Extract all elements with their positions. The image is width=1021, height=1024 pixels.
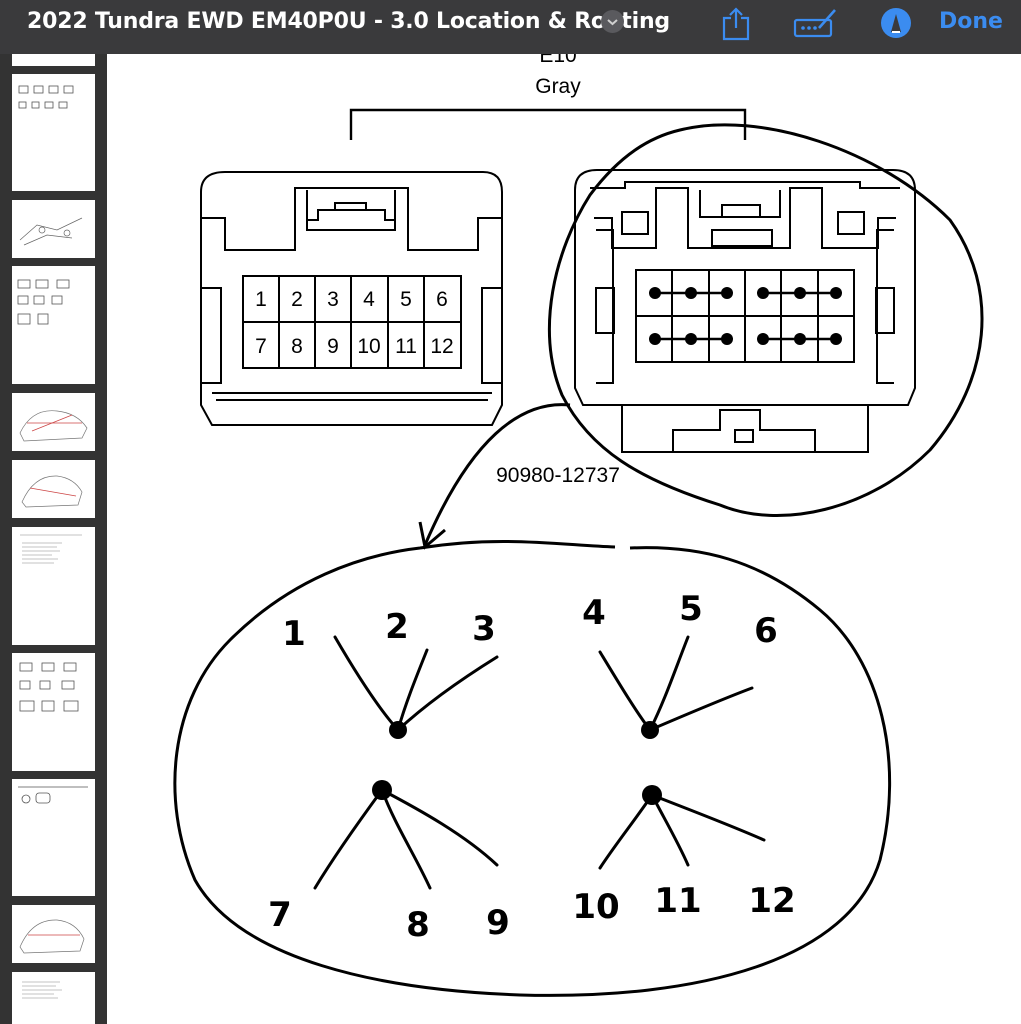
right-connector — [574, 169, 916, 453]
handwritten-pin-label: 4 — [582, 593, 606, 633]
page-thumbnail[interactable] — [12, 527, 95, 645]
annotate-pen-icon[interactable] — [878, 6, 914, 47]
pin-number: 1 — [255, 288, 267, 311]
connector-diagram: E10 Gray 1 2 3 4 — [173, 54, 984, 997]
toolbar: 2022 Tundra EWD EM40P0U - 3.0 Location &… — [0, 0, 1021, 54]
markup-icon[interactable] — [793, 6, 839, 47]
page-thumbnail[interactable] — [12, 266, 95, 384]
document-title[interactable]: 2022 Tundra EWD EM40P0U - 3.0 Location &… — [27, 9, 670, 34]
part-number: 90980-12737 — [496, 464, 620, 487]
pin-number: 7 — [255, 335, 267, 358]
pin-number: 6 — [436, 288, 448, 311]
pin-number: 10 — [357, 335, 380, 358]
handwritten-pin-label: 5 — [679, 589, 703, 629]
page-thumbnail[interactable] — [12, 460, 95, 518]
view-bracket — [349, 108, 747, 140]
done-button[interactable]: Done — [939, 9, 1003, 34]
jumper-dots — [649, 287, 842, 345]
handwritten-pin-label: 3 — [472, 609, 496, 649]
pin-number: 2 — [291, 288, 303, 311]
page-thumbnail[interactable] — [12, 54, 95, 66]
page-thumbnail[interactable] — [12, 200, 95, 258]
page-thumbnail[interactable] — [12, 779, 95, 896]
connector-color: Gray — [535, 75, 581, 98]
connector-code: E10 — [539, 54, 576, 67]
hand-drawn-circle — [547, 123, 984, 517]
handwritten-pin-label: 2 — [385, 607, 409, 647]
page-thumbnail[interactable] — [12, 905, 95, 963]
page-thumbnail-sidebar[interactable] — [0, 54, 107, 1024]
handwritten-pin-label: 7 — [268, 895, 292, 935]
pin-number: 12 — [430, 335, 453, 358]
hand-drawn-ellipse — [173, 539, 892, 997]
splice-dots — [372, 721, 662, 805]
chevron-down-icon[interactable] — [601, 10, 624, 33]
handwritten-pin-label: 11 — [654, 881, 701, 921]
handwritten-pin-label: 8 — [406, 905, 430, 945]
arrow — [423, 403, 571, 546]
handwritten-pin-label: 1 — [282, 614, 306, 654]
page-thumbnail[interactable] — [12, 653, 95, 771]
pin-number: 4 — [363, 288, 375, 311]
pin-number: 11 — [395, 335, 417, 358]
pin-number: 3 — [327, 288, 339, 311]
pin-number: 9 — [327, 335, 339, 358]
handwritten-pin-label: 6 — [754, 611, 778, 651]
left-connector — [200, 171, 503, 426]
share-icon[interactable] — [720, 6, 752, 47]
handwritten-pin-label: 9 — [486, 903, 510, 943]
page-thumbnail[interactable] — [12, 393, 95, 451]
pin-number: 5 — [400, 288, 412, 311]
handwritten-pin-label: 10 — [572, 887, 619, 927]
page-thumbnail[interactable] — [12, 74, 95, 191]
pin-number: 8 — [291, 335, 303, 358]
handwritten-pin-label: 12 — [748, 881, 795, 921]
document-page[interactable]: E10 Gray 1 2 3 4 — [107, 54, 1021, 1024]
page-thumbnail[interactable] — [12, 972, 95, 1024]
hand-drawn-wiring — [313, 635, 766, 890]
